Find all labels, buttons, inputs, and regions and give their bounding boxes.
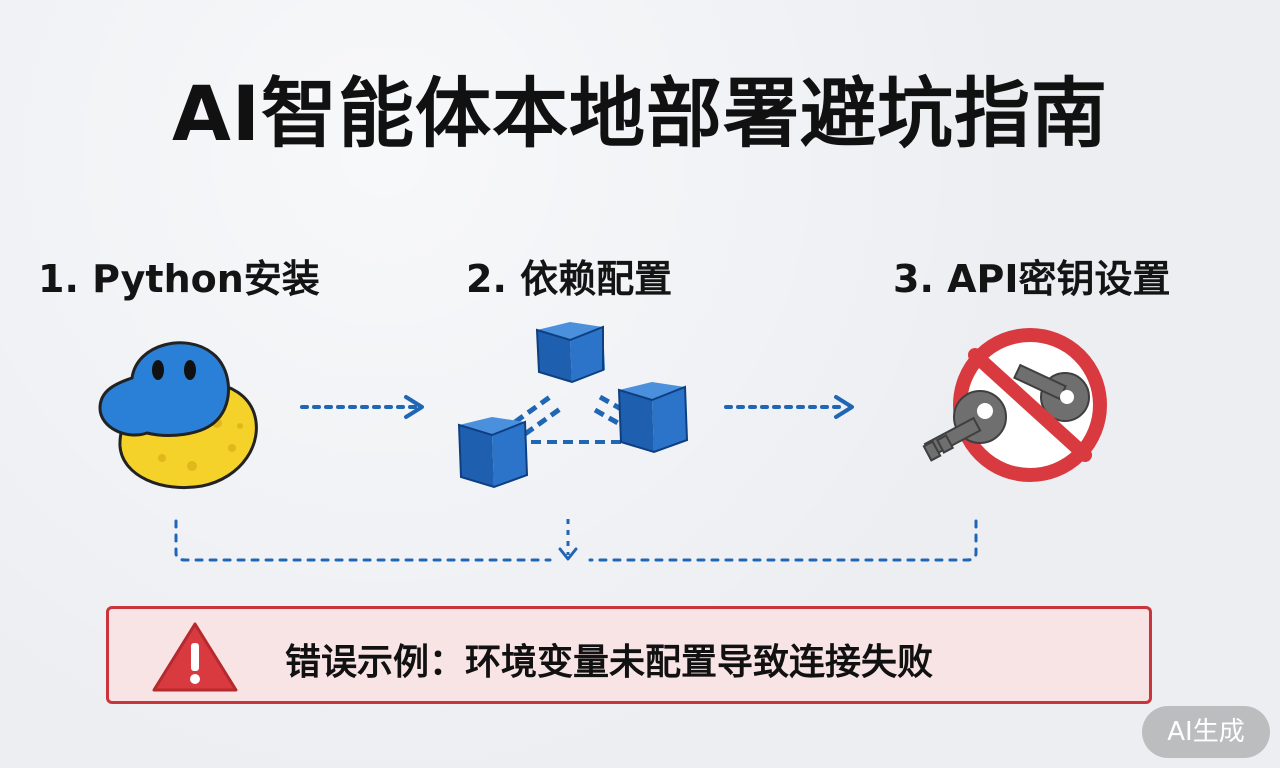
- python-icon: [92, 328, 267, 493]
- page-title: AI智能体本地部署避坑指南: [171, 69, 1109, 158]
- dotted-arrow-right-icon: [300, 395, 424, 419]
- ai-generated-badge: AI生成: [1142, 706, 1270, 758]
- forbidden-key-icon: [915, 325, 1115, 490]
- dotted-arrow-right-icon: [724, 395, 854, 419]
- error-example-box: 错误示例：环境变量未配置导致连接失败: [106, 606, 1152, 704]
- error-example-text: 错误示例：环境变量未配置导致连接失败: [285, 642, 934, 683]
- step-3-label: 3. API密钥设置: [893, 257, 1171, 301]
- warning-icon: [152, 622, 238, 692]
- converging-connector-lines: [174, 519, 978, 562]
- dependency-blocks-icon: [455, 322, 700, 497]
- step-1-label: 1. Python安装: [38, 257, 320, 301]
- step-2-label: 2. 依赖配置: [466, 257, 673, 301]
